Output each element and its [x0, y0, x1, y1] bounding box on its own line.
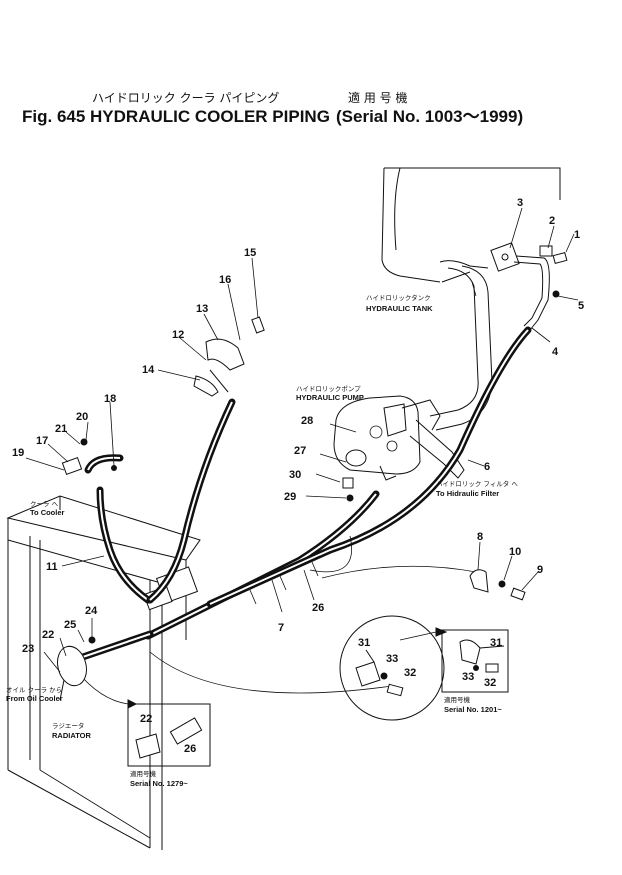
detail-circle	[339, 615, 445, 721]
part-label-33b: 33	[462, 671, 474, 683]
part-label-20: 20	[76, 411, 88, 423]
figure-title: Fig. 645 HYDRAULIC COOLER PIPING	[22, 107, 330, 126]
detail-box-1279	[127, 703, 211, 767]
to-cooler-label-jp: クーラ へ	[30, 500, 59, 508]
to-hydraulic-filter-label-jp: ハイドロリック フィルタ へ	[436, 479, 518, 488]
to-cooler-label: To Cooler	[30, 508, 65, 517]
part-label-22b: 22	[140, 713, 152, 725]
part-label-17: 17	[36, 435, 48, 447]
part-label-16: 16	[219, 274, 231, 286]
part-label-32b: 32	[484, 677, 496, 689]
part-label-13: 13	[196, 303, 208, 315]
part-label-31a: 31	[358, 637, 370, 649]
title-japanese: ハイドロリック クーラ パイピング	[92, 91, 279, 105]
annotation-labels: ハイドロリックタンク HYDRAULIC TANK ハイドロリックポンプ HYD…	[6, 293, 518, 788]
hydraulic-pump-label-jp: ハイドロリックポンプ	[296, 385, 361, 393]
part-label-19: 19	[12, 447, 24, 459]
serial-1201-label: Serial No. 1201~	[444, 705, 502, 714]
part-label-5: 5	[578, 300, 584, 312]
serial-range: (Serial No. 1003～1999)	[336, 107, 523, 126]
part-label-26b: 26	[184, 743, 196, 755]
part-label-22: 22	[42, 629, 54, 641]
part-label-23: 23	[22, 643, 34, 655]
part-label-21: 21	[55, 423, 67, 435]
part-label-6: 6	[484, 461, 490, 473]
radiator-label: RADIATOR	[52, 731, 91, 740]
part-label-30: 30	[289, 469, 301, 481]
part-label-31b: 31	[490, 637, 502, 649]
detail-box-1201	[441, 629, 509, 693]
from-oil-cooler-label-jp: オイル クーラ から	[6, 686, 62, 694]
part-label-4: 4	[552, 346, 559, 358]
radiator-cooler	[6, 495, 201, 850]
hoses	[70, 326, 532, 664]
serial-1279-label-jp: 適用号機	[130, 769, 157, 778]
part-label-18: 18	[104, 393, 116, 405]
part-label-9: 9	[537, 564, 543, 576]
part-label-26: 26	[312, 602, 324, 614]
hydraulic-pump	[333, 395, 465, 502]
part-label-28: 28	[301, 415, 313, 427]
part-label-32a: 32	[404, 667, 416, 679]
hydraulic-pump-label: HYDRAULIC PUMP	[296, 393, 364, 402]
part-label-10: 10	[509, 546, 521, 558]
part-label-11: 11	[46, 561, 58, 573]
part-label-2: 2	[549, 215, 555, 227]
to-hydraulic-filter-label: To Hidraulic Filter	[436, 489, 499, 498]
part-label-12: 12	[172, 329, 184, 341]
part-label-27: 27	[294, 445, 306, 457]
from-oil-cooler-label: From Oil Cooler	[6, 694, 63, 703]
clamp-group-8-10	[469, 569, 526, 601]
serial-1279-label: Serial No. 1279~	[130, 779, 188, 788]
hydraulic-tank-label: HYDRAULIC TANK	[366, 304, 433, 313]
serial-1201-label-jp: 適用号機	[444, 695, 471, 704]
part-label-7: 7	[278, 622, 284, 634]
hydraulic-tank-label-jp: ハイドロリックタンク	[366, 293, 431, 302]
leader-lines	[25, 207, 579, 673]
part-label-25: 25	[64, 619, 76, 631]
radiator-label-jp: ラジエータ	[52, 721, 84, 730]
part-label-14: 14	[142, 364, 155, 376]
serial-japanese: 適 用 号 機	[348, 90, 407, 105]
part-label-3: 3	[517, 197, 523, 209]
part-label-15: 15	[244, 247, 256, 259]
part-label-1: 1	[574, 229, 580, 241]
part-label-33a: 33	[386, 653, 398, 665]
clamp-group-12-14	[193, 316, 265, 397]
part-numbers: 3 2 1 5 4 6 8 10 9 26 7 15 16 13 12 14 1…	[12, 197, 584, 755]
part-label-24: 24	[85, 605, 98, 617]
part-label-29: 29	[284, 491, 296, 503]
pipe-4	[513, 245, 553, 331]
part-label-8: 8	[477, 531, 483, 543]
